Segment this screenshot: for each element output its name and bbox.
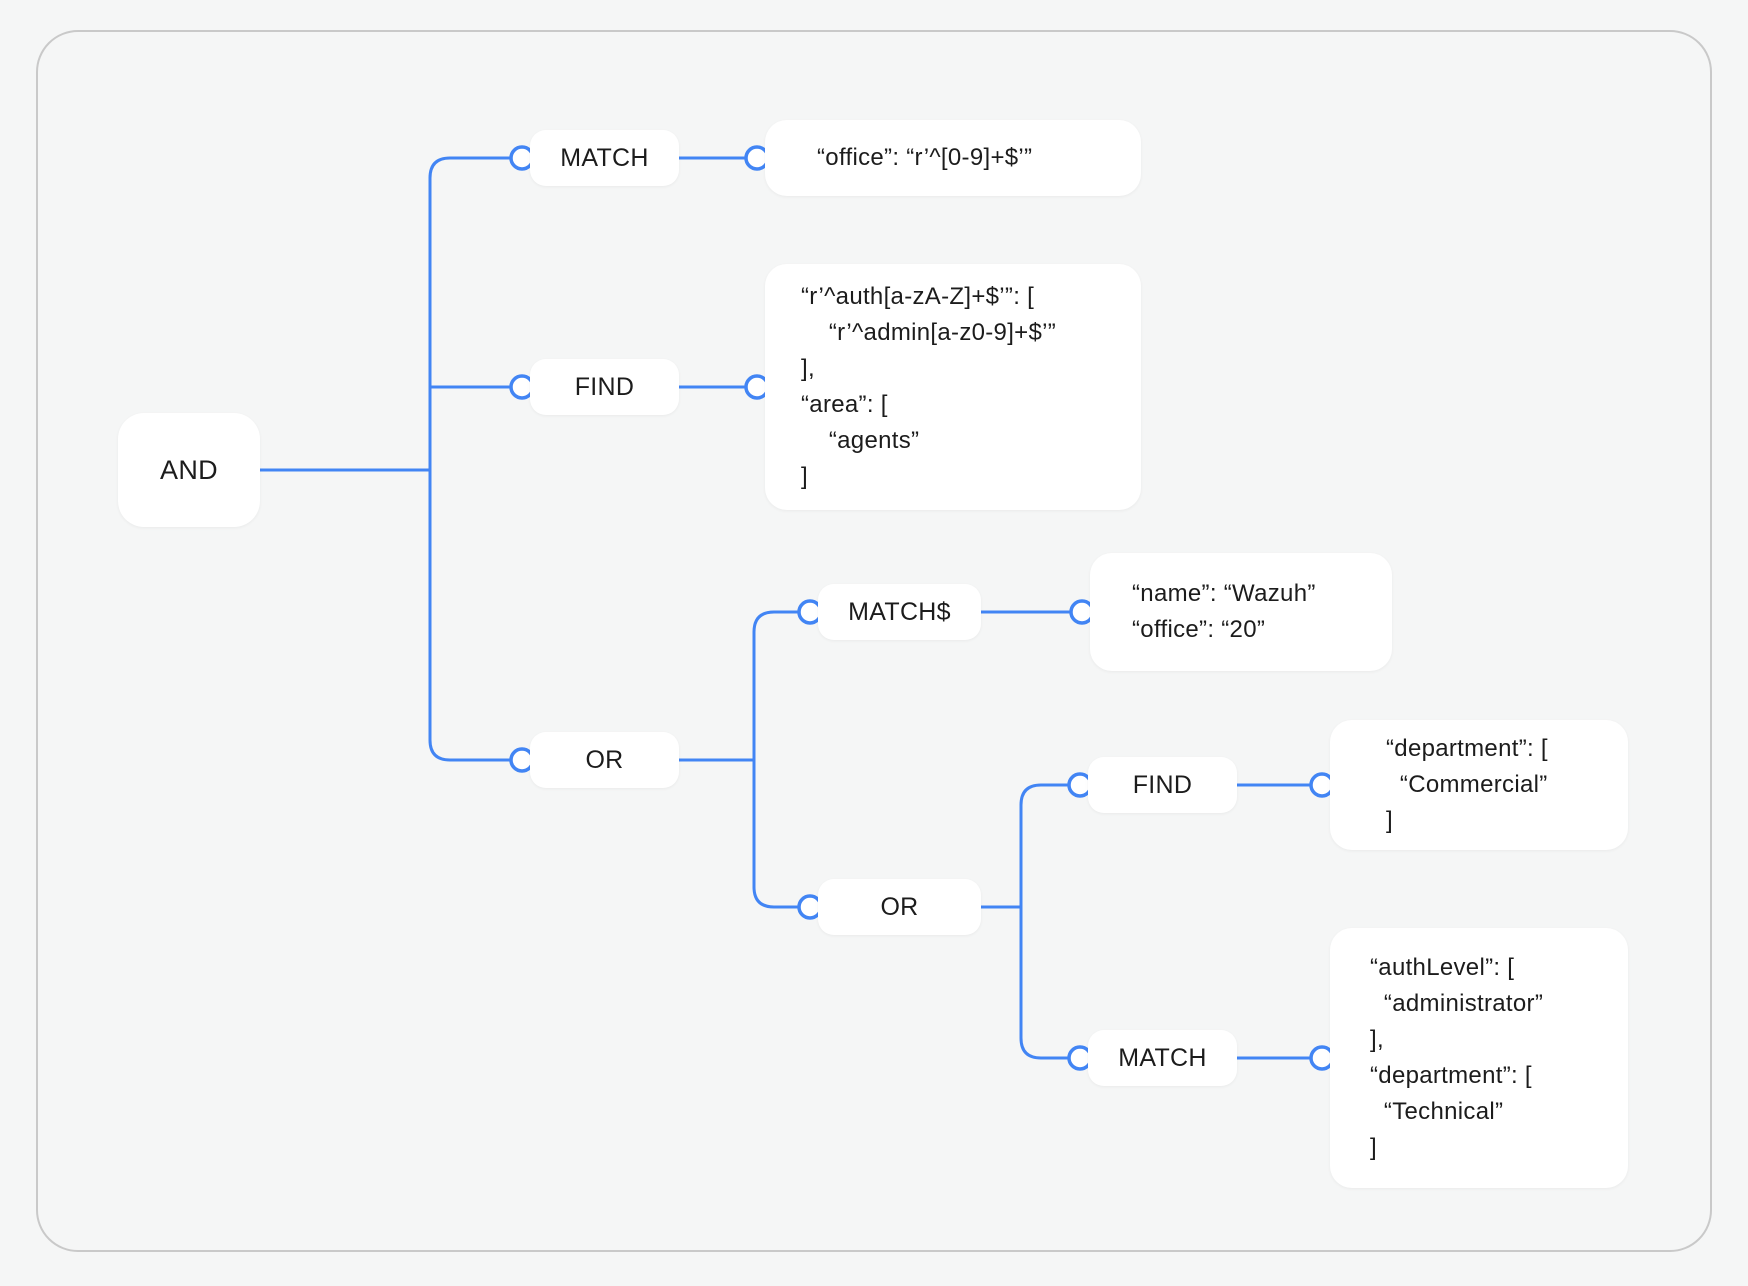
node-match-2: MATCH: [1088, 1030, 1237, 1086]
leaf-find-2: “department”: [ “Commercial” ]: [1330, 720, 1628, 850]
leaf-find-1-text: “r’^auth[a-zA-Z]+$’”: [ “r’^admin[a-z0-9…: [801, 283, 1057, 490]
edge-trunk2-matchs: [752, 610, 799, 760]
leaf-match-2: “authLevel”: [ “administrator” ], “depar…: [1330, 928, 1628, 1188]
leaf-match-dollar: “name”: “Wazuh” “office”: “20”: [1090, 553, 1392, 671]
edge-trunk2-or2: [752, 760, 799, 909]
node-match-dollar: MATCH$: [818, 584, 981, 640]
node-and: AND: [118, 413, 260, 527]
leaf-match-1: “office”: “r’^[0-9]+$’”: [765, 120, 1141, 196]
node-or-2: OR: [818, 879, 981, 935]
edge-trunk3-find2: [1019, 783, 1069, 907]
leaf-find-2-text: “department”: [ “Commercial” ]: [1386, 735, 1548, 834]
leaf-match-dollar-text: “name”: “Wazuh” “office”: “20”: [1132, 580, 1316, 643]
node-or-1: OR: [530, 732, 679, 788]
leaf-find-1: “r’^auth[a-zA-Z]+$’”: [ “r’^admin[a-z0-9…: [765, 264, 1141, 510]
node-match-1: MATCH: [530, 130, 679, 186]
edge-trunk-match1: [428, 156, 511, 470]
leaf-match-1-text: “office”: “r’^[0-9]+$’”: [817, 144, 1033, 171]
node-find-2: FIND: [1088, 757, 1237, 813]
edge-trunk3-match2: [1019, 907, 1069, 1060]
edge-trunk-or1: [428, 470, 511, 762]
node-find-1: FIND: [530, 359, 679, 415]
leaf-match-2-text: “authLevel”: [ “administrator” ], “depar…: [1370, 954, 1544, 1161]
